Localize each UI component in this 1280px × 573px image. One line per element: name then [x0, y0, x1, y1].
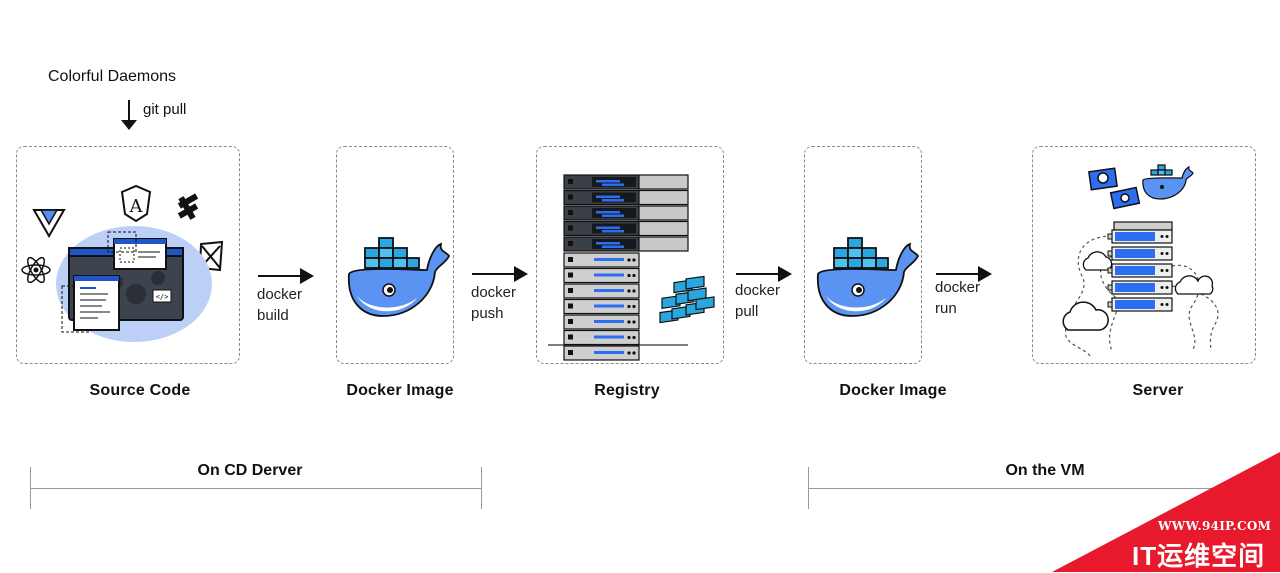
container-icon	[685, 275, 705, 290]
cd-server-bracket	[30, 467, 482, 509]
source-code-box	[16, 146, 240, 364]
cloud-icon	[1174, 275, 1214, 295]
rack-side-unit	[638, 205, 689, 221]
watermark-url: WWW.94IP.COM	[1158, 519, 1272, 533]
command-word: build	[257, 307, 289, 324]
svg-text:</>: </>	[156, 293, 169, 301]
section-title-cd-server: On CD Derver	[197, 462, 303, 479]
section-title-vm: On the VM	[1005, 462, 1085, 479]
registry-label: Registry	[594, 382, 660, 399]
docker-run-command: docker run	[935, 277, 980, 319]
command-word: docker	[471, 284, 517, 301]
container-icon	[695, 296, 715, 311]
docker-build-command: docker build	[257, 284, 302, 326]
source-code-label: Source Code	[89, 382, 191, 399]
cloud-icon	[1062, 301, 1109, 331]
git-pull-arrowhead	[121, 120, 137, 130]
run-arrow	[936, 266, 992, 282]
docker-image-box-2	[804, 146, 922, 364]
docker-image-label-1: Docker Image	[346, 382, 454, 399]
vue-icon	[32, 209, 66, 239]
rack-side-unit	[638, 220, 689, 237]
rack-side-unit	[638, 189, 689, 206]
command-word: docker	[257, 286, 303, 303]
docker-push-command: docker push	[471, 282, 516, 324]
docker-pull-command: docker pull	[735, 280, 780, 322]
react-icon	[21, 256, 51, 284]
server-illustration	[1062, 164, 1219, 359]
grid-tool-icon	[177, 193, 199, 220]
push-arrow	[472, 266, 528, 282]
repo-label: Colorful Daemons	[48, 68, 177, 85]
command-word: pull	[735, 303, 759, 320]
rack-side-unit	[638, 236, 689, 252]
rack-side-unit	[638, 174, 689, 190]
docker-whale-icon	[348, 237, 451, 317]
pull-arrow	[736, 266, 792, 282]
command-word: push	[471, 305, 504, 322]
cloud-icon	[1082, 251, 1113, 271]
svg-text:A: A	[129, 196, 144, 217]
registry-server-rack	[548, 174, 715, 361]
docker-image-label-2: Docker Image	[839, 382, 947, 399]
command-word: run	[935, 300, 957, 317]
docker-whale-icon	[1142, 164, 1194, 200]
watermark-triangle	[1052, 452, 1280, 572]
source-code-illustration: A </>	[21, 184, 224, 342]
command-word: docker	[735, 282, 781, 299]
server-label: Server	[1132, 382, 1184, 399]
git-pull-label: git pull	[143, 101, 187, 118]
command-word: docker	[935, 279, 981, 296]
vm-bracket	[808, 467, 1280, 509]
git-pull-arrow	[128, 100, 130, 124]
registry-box	[536, 146, 724, 364]
build-arrow	[258, 268, 314, 284]
docker-whale-icon	[817, 237, 920, 317]
container-icon	[1088, 167, 1141, 210]
docker-image-box-1	[336, 146, 454, 364]
server-box	[1032, 146, 1256, 364]
angular-icon: A	[120, 184, 152, 223]
watermark-brand: IT运维空间	[1132, 541, 1266, 571]
